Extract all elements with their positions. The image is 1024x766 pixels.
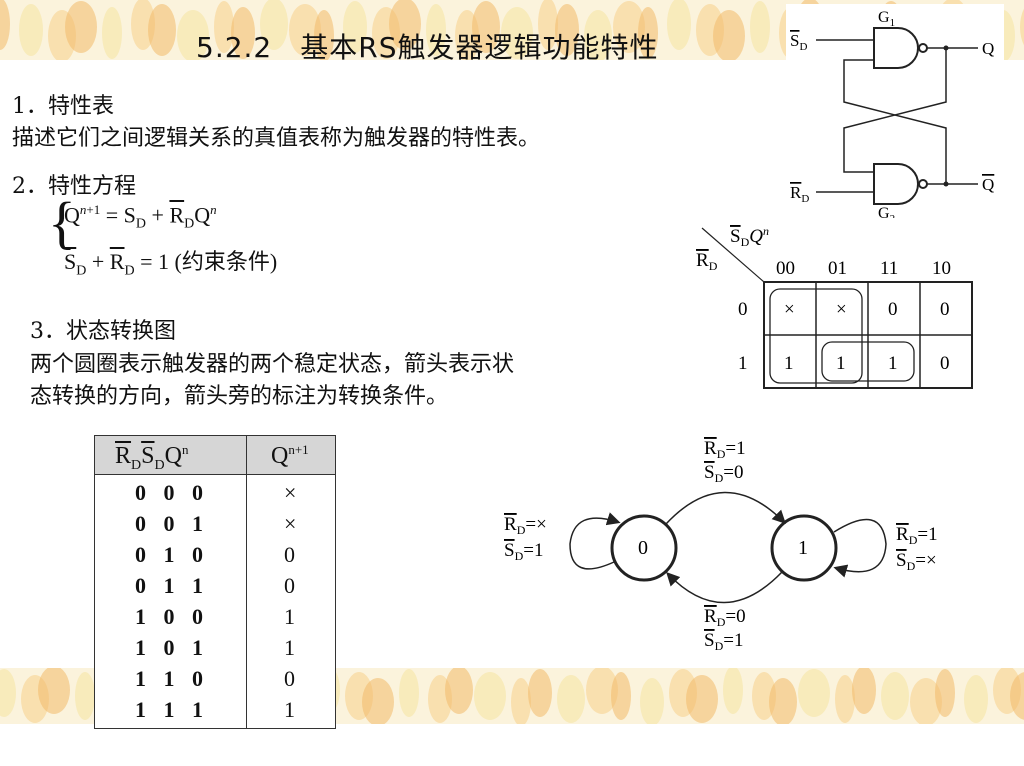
nand-gate-g1 [873,27,919,69]
table-row: 1 1 1 1 [95,697,335,728]
table-cell-output: 0 [284,542,295,567]
table-header-inputs: RDSDQn [115,442,189,473]
table-cell-output: 1 [284,635,295,660]
state-transition-diagram: 0 1 RD=1 SD=0 RD=0 SD=1 RD=× SD=1 RD=1 S… [500,432,948,658]
table-cell-inputs: 1 0 0 [135,604,209,629]
input-rd-label: RD [790,183,809,205]
output-q-label: Q [982,39,994,58]
table-cell-inputs: 1 0 1 [135,635,209,660]
table-row: 0 0 0 × [95,480,335,511]
self-loop-0 [569,512,621,570]
table-row: 0 1 0 0 [95,542,335,573]
kmap-cell: 0 [940,353,950,374]
table-cell-inputs: 1 1 0 [135,666,209,691]
table-row: 0 0 1 × [95,511,335,542]
table-cell-output: × [284,511,297,536]
section2-heading: 2．特性方程 [12,174,136,199]
top-cond-s: SD=0 [704,462,743,485]
equation-line-1: Qn+1 = SD + RDQn [64,202,217,232]
table-cell-inputs: 0 0 0 [135,480,209,505]
state-0-label: 0 [638,537,648,559]
kmap-group-right [821,341,915,382]
table-row: 1 0 0 1 [95,604,335,635]
kmap-row-header: 1 [738,353,748,374]
characteristic-equation: { Qn+1 = SD + RDQn SD + RD = 1 (约束条件) [48,194,348,280]
section3-desc-line1: 两个圆圈表示触发器的两个稳定状态，箭头表示状 [30,352,515,377]
kmap-cell: 1 [836,353,846,374]
kmap-cell: 1 [888,353,898,374]
top-cond-r: RD=1 [704,438,746,461]
section3-heading: 3．状态转换图 [30,319,176,344]
table-cell-output: 0 [284,573,295,598]
table-cell-inputs: 1 1 1 [135,697,209,722]
title-text: 基本RS触发器逻辑功能特性 [300,31,659,64]
output-qbar-label: Q [982,175,994,194]
kmap-row-label: RD [696,250,718,273]
state-0-node [610,514,678,582]
g2-inverter-bubble [918,179,928,189]
self-loop-1 [833,518,887,578]
state-1-label: 1 [798,537,808,559]
kmap-cell: × [784,299,795,320]
left-cond-r: RD=× [504,514,547,537]
table-row: 1 1 0 0 [95,666,335,697]
kmap-col-header: 11 [880,258,898,279]
right-cond-s: SD=× [896,550,937,573]
g1-inverter-bubble [918,43,928,53]
kmap-col-header: 00 [776,258,795,279]
kmap-row-header: 0 [738,299,748,320]
nand-latch-circuit: G1 G2 SD RD Q Q [786,4,1004,226]
equation-rhs: = 1 [140,249,170,274]
table-cell-output: × [284,480,297,505]
table-cell-output: 0 [284,666,295,691]
table-header-output: Qn+1 [271,442,309,469]
nand-gate-g2 [873,163,919,205]
kmap-group-left [769,288,863,384]
equation-line-2: SD + RD = 1 (约束条件) [64,249,278,279]
table-cell-inputs: 0 1 0 [135,542,209,567]
kmap-cell: 0 [940,299,950,320]
left-cond-s: SD=1 [504,540,543,563]
right-cond-r: RD=1 [896,524,938,547]
table-header [95,436,335,475]
kmap-cell: 0 [888,299,898,320]
gate1-label: G1 [878,9,895,29]
table-row: 0 1 1 0 [95,573,335,604]
table-cell-output: 1 [284,697,295,722]
table-cell-inputs: 0 1 1 [135,573,209,598]
slide-title: 5.2.2 基本RS触发器逻辑功能特性 [196,26,658,66]
transition-1-to-0 [666,571,783,604]
section3-desc-line2: 态转换的方向，箭头旁的标注为转换条件。 [30,384,449,409]
equation-brace: { [48,190,76,255]
bottom-cond-s: SD=1 [704,630,743,653]
state-1-node [770,514,838,582]
constraint-label: (约束条件) [174,249,278,274]
kmap-cell: 1 [784,353,794,374]
kmap-cell: × [836,299,847,320]
section1-desc: 描述它们之间逻辑关系的真值表称为触发器的特性表。 [12,126,541,151]
kmap-col-header: 01 [828,258,847,279]
title-number: 5.2.2 [196,31,273,64]
table-row: 1 0 1 1 [95,635,335,666]
kmap-col-header: 10 [932,258,951,279]
table-cell-output: 1 [284,604,295,629]
section1-heading: 1．特性表 [12,94,114,119]
kmap-col-label: SDQn [730,224,769,249]
bottom-cond-r: RD=0 [704,606,746,629]
input-sd-label: SD [790,31,807,53]
transition-0-to-1 [665,491,786,525]
table-cell-inputs: 0 0 1 [135,511,209,536]
